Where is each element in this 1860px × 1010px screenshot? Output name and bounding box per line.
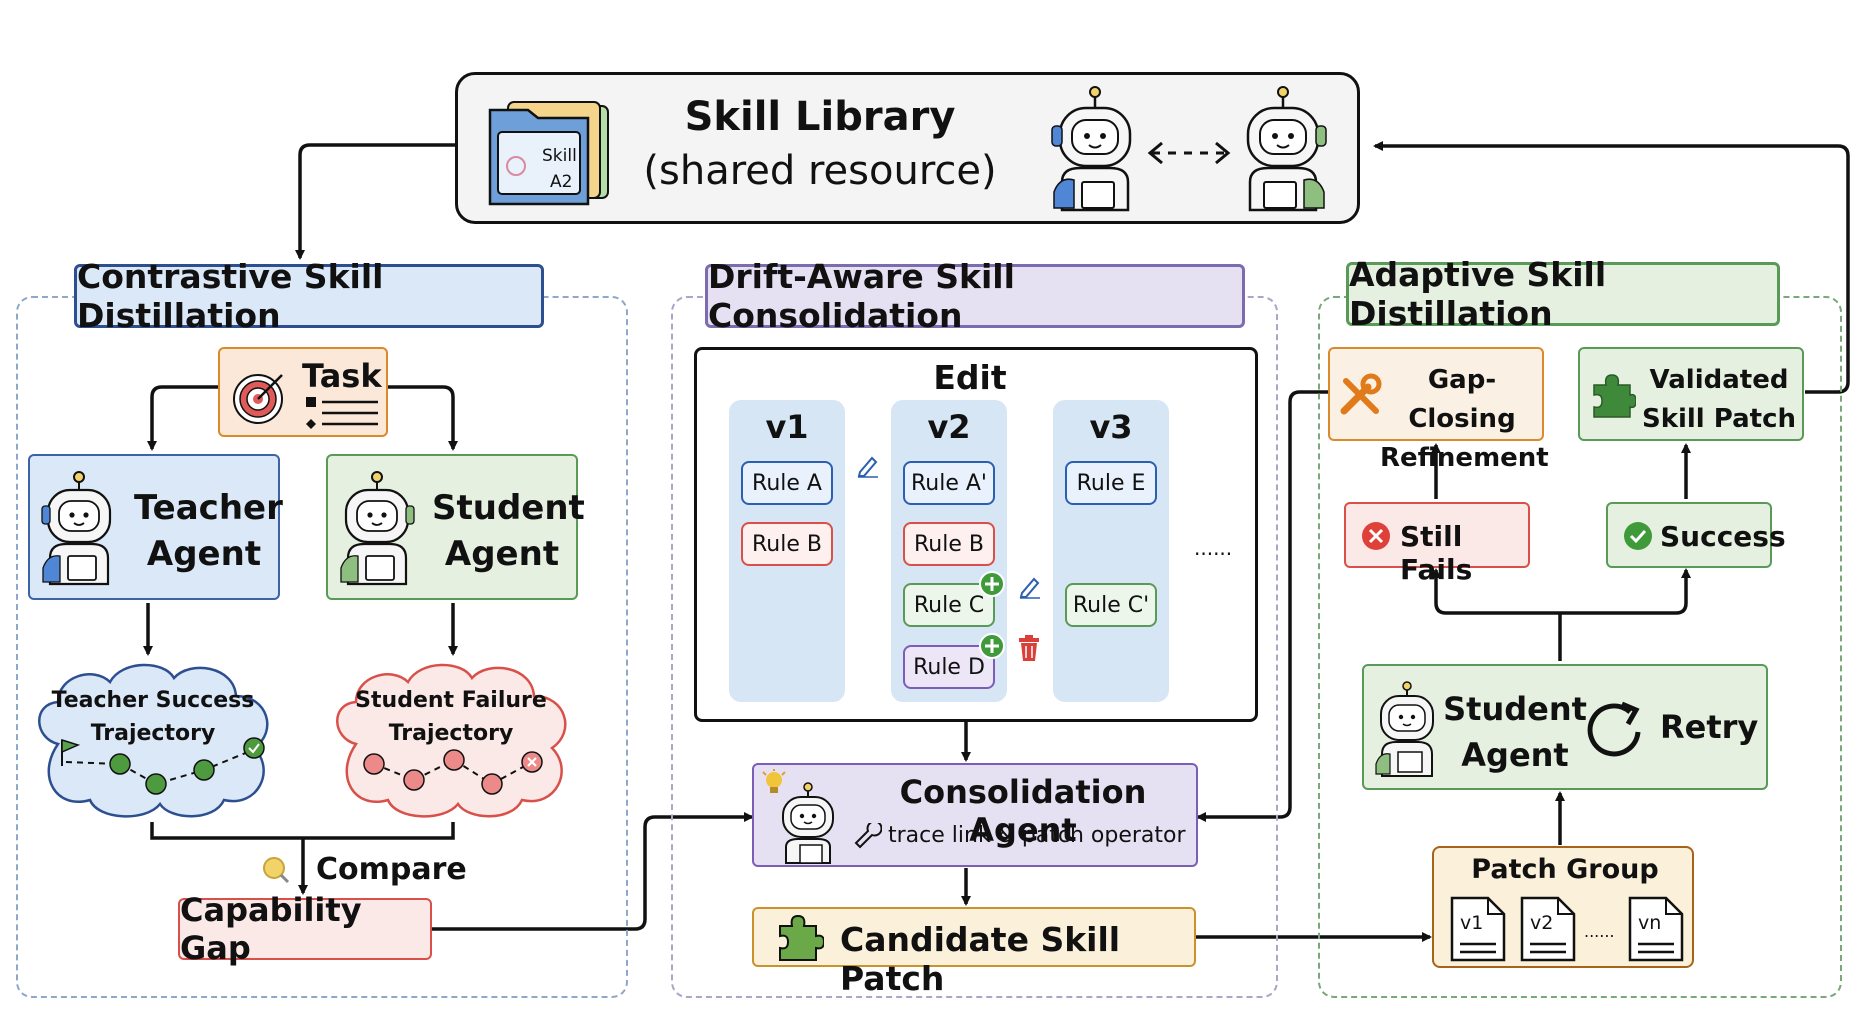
tools-icon	[1340, 373, 1382, 415]
consolidation-robot-icon	[782, 782, 834, 864]
plus-icon	[979, 571, 1005, 597]
contrastive-title: Contrastive Skill Distillation	[74, 257, 544, 335]
gap-closing-label-1: Gap-Closing	[1408, 365, 1516, 434]
pencil-icon	[857, 456, 878, 478]
document-icon	[1628, 896, 1684, 962]
teacher-robot-icon	[41, 471, 112, 586]
puzzle-icon	[779, 914, 824, 961]
compare-label: Compare	[316, 852, 467, 887]
teacher-label-1: Teacher	[134, 488, 283, 528]
v2-label: v2	[927, 408, 971, 446]
student-label-2: Agent	[444, 533, 560, 574]
trash-icon	[1019, 635, 1039, 661]
still-fails-box: Still Fails	[1344, 502, 1530, 586]
gap-closing-label-2: Refinement	[1380, 443, 1549, 473]
teacher-label-2: Agent	[146, 533, 262, 574]
rule-v2-c: Rule C	[903, 583, 995, 627]
robot-icon-teacher	[1050, 84, 1140, 214]
folder-label-1: Skill	[542, 146, 577, 166]
candidate-patch-box: Candidate Skill Patch	[752, 907, 1196, 998]
pencil-icon	[1019, 577, 1040, 599]
check-icon	[1624, 522, 1652, 550]
arrow-library-to-contrastive	[295, 143, 455, 260]
folder-label-2: A2	[550, 172, 573, 192]
capability-gap-box: Capability Gap	[178, 891, 432, 967]
arrow-task-to-student	[388, 385, 458, 451]
adaptive-title: Adaptive Skill Distillation	[1346, 255, 1780, 333]
rule-v1-a: Rule A	[741, 461, 833, 505]
puzzle-icon	[1593, 374, 1636, 418]
student-robot-icon	[340, 471, 415, 586]
rule-v2-b: Rule B	[903, 522, 995, 566]
task-label: Task	[302, 357, 382, 395]
validated-label-1: Validated	[1649, 365, 1789, 395]
student-retry-label-2: Agent	[1461, 736, 1569, 775]
student-retry-label-1: Student	[1443, 690, 1587, 728]
student-trajectory-cloud: Student Failure Trajectory	[326, 652, 578, 820]
student-retry-robot-icon	[1375, 681, 1434, 777]
arrow-gap-to-consolidation	[432, 812, 754, 931]
arrow-validated-to-library	[1373, 141, 1850, 394]
rule-v2-d: Rule D	[903, 645, 995, 689]
wrench-icon	[854, 823, 882, 849]
arrow-refinement-to-consolidation	[1196, 390, 1328, 822]
library-subtitle: (shared resource)	[643, 148, 997, 194]
teacher-traj-label-1: Teacher Success	[51, 688, 255, 713]
magnifier-icon	[262, 856, 290, 884]
validated-patch-box: Validated Skill Patch	[1578, 347, 1804, 441]
doc-vn-label: vn	[1638, 912, 1662, 934]
candidate-label: Candidate Skill Patch	[840, 920, 1121, 998]
patch-group-box: Patch Group v1 v2 vn ......	[1432, 846, 1694, 968]
gap-closing-box: Gap-Closing Refinement	[1328, 347, 1549, 473]
teacher-trajectory-cloud: Teacher Success Trajectory	[28, 652, 280, 820]
consolidation-subtitle: trace link & patch operator	[888, 823, 1186, 848]
doc-dots: ......	[1584, 922, 1615, 941]
skill-library-title: Skill Library (shared resource)	[630, 92, 1010, 196]
teacher-agent-box: Teacher Agent	[28, 454, 283, 600]
robot-icon-student	[1238, 84, 1328, 214]
patch-group-title: Patch Group	[1471, 854, 1659, 885]
error-icon	[1362, 522, 1390, 550]
arrow-task-to-teacher	[147, 385, 218, 451]
consolidation-agent-box: Consolidation Agent trace link & patch o…	[752, 763, 1198, 867]
skill-folder-icon: Skill A2	[484, 88, 624, 213]
student-agent-box: Student Agent	[326, 454, 585, 600]
list-icon	[306, 397, 378, 429]
student-retry-box: Student Agent Retry	[1362, 664, 1768, 790]
rule-v1-b: Rule B	[741, 522, 833, 566]
consolidation-title: Consolidation Agent	[899, 773, 1147, 849]
validated-label-2: Skill Patch	[1641, 404, 1797, 434]
rule-v3-c: Rule C'	[1065, 583, 1157, 627]
refresh-icon	[1587, 701, 1641, 757]
doc-v1-label: v1	[1460, 912, 1484, 934]
teacher-traj-label-2: Trajectory	[90, 721, 216, 746]
success-box: Success	[1606, 502, 1786, 568]
doc-v2-label: v2	[1530, 912, 1554, 934]
v1-label: v1	[765, 408, 809, 446]
arrow-branch-to-fails	[1431, 568, 1560, 615]
still-fails-label: Still Fails	[1400, 520, 1473, 586]
drift-aware-title: Drift-Aware Skill Consolidation	[705, 257, 1245, 335]
version-column-v3	[1053, 400, 1169, 702]
rule-v3-e: Rule E	[1065, 461, 1157, 505]
document-icon	[1450, 896, 1506, 962]
retry-label: Retry	[1660, 708, 1759, 746]
plus-icon	[979, 633, 1005, 659]
student-traj-label-2: Trajectory	[388, 721, 514, 746]
arrow-branch-to-success	[1560, 568, 1691, 615]
library-title: Skill Library	[684, 94, 956, 140]
edit-log-ellipsis: ......	[1194, 536, 1233, 560]
lightbulb-icon	[762, 769, 786, 793]
success-label: Success	[1660, 520, 1786, 553]
rule-v2-a: Rule A'	[903, 461, 995, 505]
student-label-1: Student	[432, 488, 585, 528]
document-icon	[1520, 896, 1576, 962]
target-icon	[233, 374, 283, 424]
bidirectional-arrow	[1146, 138, 1232, 168]
task-box: Task	[218, 347, 388, 437]
student-traj-label-1: Student Failure	[355, 688, 547, 713]
v3-label: v3	[1089, 408, 1133, 446]
